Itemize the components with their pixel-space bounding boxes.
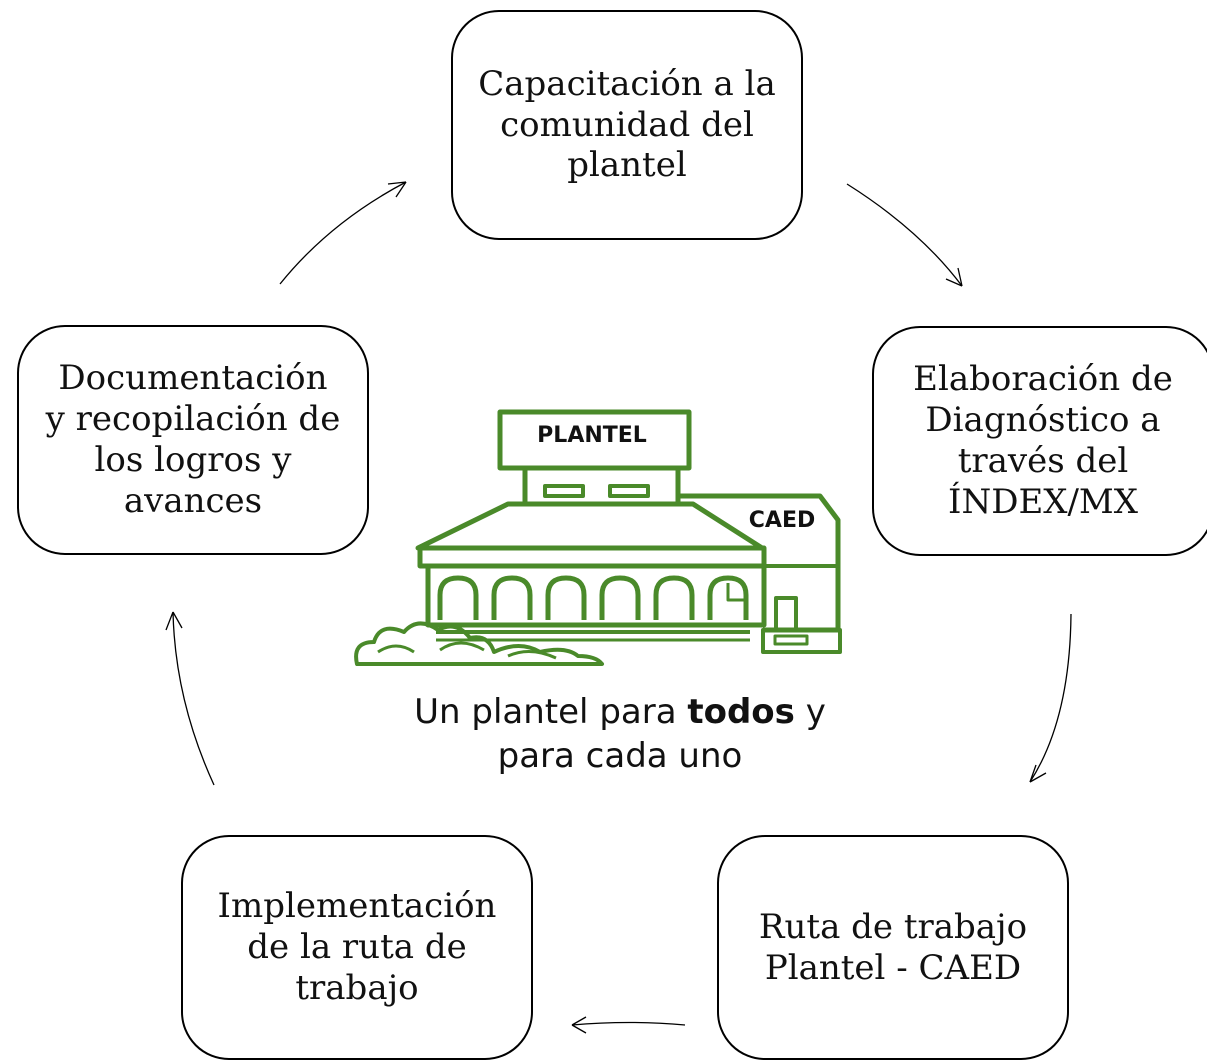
- step-line: ÍNDEX/MX: [948, 481, 1138, 522]
- step-line: Plantel - CAED: [764, 947, 1022, 988]
- tagline: Un plantel para todos y para cada uno: [380, 690, 860, 778]
- step-line: Implementación: [217, 886, 497, 927]
- caed-sign-label: CAED: [748, 508, 816, 533]
- step-work-route: Ruta de trabajo Plantel - CAED: [717, 835, 1069, 1060]
- step-line: Ruta de trabajo: [758, 906, 1028, 947]
- step-line: los logros y: [94, 440, 292, 480]
- arrow-route-to-implementation: [571, 1016, 686, 1034]
- step-line: Capacitación a la: [478, 63, 776, 104]
- tagline-text: y: [794, 692, 826, 732]
- step-line: avances: [123, 480, 263, 521]
- step-training: Capacitación a la comunidad del plantel: [451, 10, 803, 240]
- step-line: comunidad del: [500, 104, 754, 145]
- step-line: Diagnóstico a: [925, 400, 1161, 441]
- arrow-diagnosis-to-route: [1029, 613, 1072, 783]
- step-line: plantel: [567, 145, 687, 186]
- arrow-training-to-diagnosis: [846, 183, 963, 287]
- step-documentation: Documentación y recopilación de los logr…: [17, 325, 369, 555]
- step-line: Documentación: [58, 358, 328, 399]
- step-implementation: Implementación de la ruta de trabajo: [181, 835, 533, 1060]
- step-line: de la ruta de: [247, 927, 467, 968]
- plantel-sign-label: PLANTEL: [537, 423, 647, 448]
- arrow-implementation-to-documentation: [165, 611, 215, 786]
- arrow-documentation-to-training: [279, 181, 407, 285]
- tagline-line2: para cada uno: [497, 736, 743, 777]
- tagline-emphasis: todos: [687, 692, 795, 732]
- step-line: través del: [957, 441, 1129, 481]
- step-line: trabajo: [295, 967, 419, 1008]
- step-diagnosis: Elaboración de Diagnóstico a través del …: [872, 326, 1207, 556]
- step-line: y recopilación de: [45, 399, 341, 440]
- step-line: Elaboración de: [913, 359, 1173, 400]
- tagline-text: Un plantel para: [414, 692, 688, 732]
